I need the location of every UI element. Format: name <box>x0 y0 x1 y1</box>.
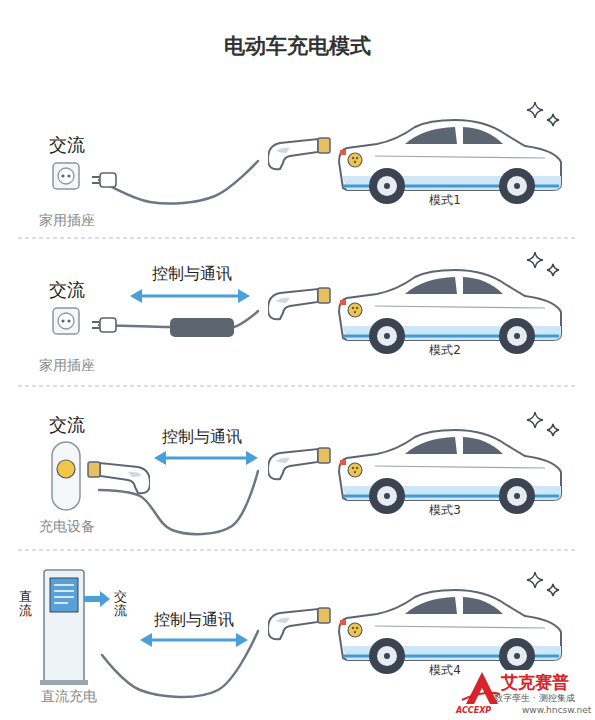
vehicle: 模式4 <box>258 565 568 680</box>
diagram-title: 电动车充电模式 <box>224 34 371 59</box>
double-arrow <box>140 633 248 647</box>
current-type: 交流 <box>49 134 85 156</box>
current-type: 交流 <box>114 590 127 619</box>
charging-gun <box>88 462 150 493</box>
logo-mark <box>466 672 498 704</box>
mode-label: 模式2 <box>429 343 461 357</box>
arrow-head <box>238 289 250 303</box>
mode-label: 模式4 <box>429 663 461 677</box>
charging-gun <box>268 288 330 319</box>
control-box <box>170 318 234 337</box>
charging-cable <box>99 471 258 534</box>
edge-label: 控制与通讯 <box>154 610 234 629</box>
current-type: 交流 <box>49 279 85 301</box>
logo-patch <box>452 670 595 720</box>
conversion-arrow <box>84 591 110 607</box>
edge-label: 控制与通讯 <box>152 264 232 283</box>
dc-charger-base <box>40 680 88 685</box>
charging-cable <box>102 631 258 697</box>
separator-lines <box>18 238 577 550</box>
vehicle: 模式3 <box>258 405 568 523</box>
screen-line <box>54 602 68 604</box>
charging-cable <box>99 161 258 204</box>
dashed-separator <box>18 238 577 239</box>
charging-equipment: 交流充电设备 <box>35 412 99 540</box>
car-illustration <box>339 102 561 204</box>
arrow-head <box>246 451 258 465</box>
dashed-separator <box>18 386 577 387</box>
arrow-head <box>140 633 152 647</box>
screen-lines <box>54 585 74 603</box>
car-illustration <box>339 252 561 354</box>
screen-line <box>54 596 74 598</box>
charging-gun <box>268 608 330 639</box>
watermark-url: www.hncsw.net <box>522 705 591 716</box>
watermark-brand: 艾克赛普 <box>501 672 569 692</box>
dashed-separator <box>18 550 577 551</box>
home-socket-source: 交流家用插座 <box>35 132 99 232</box>
wall-socket-icon <box>53 308 79 334</box>
dc-charger: 直流充电 <box>36 562 102 708</box>
car-illustration <box>339 412 561 514</box>
current-type: 直流 <box>19 590 32 619</box>
source-label: 充电设备 <box>39 518 95 535</box>
arrow-shaft <box>150 639 238 642</box>
watermark-logo-text: ACCEXP <box>456 706 491 716</box>
arrow-shaft <box>164 457 248 460</box>
arrow-shaft <box>140 295 240 298</box>
arrow-head <box>236 633 248 647</box>
dc-charger-screen <box>50 578 78 612</box>
mode-label: 模式3 <box>429 503 461 517</box>
vehicle: 模式2 <box>258 245 568 363</box>
watermark-slogan: 数字孪生 · 测控集成 <box>494 693 575 704</box>
screen-line <box>54 584 74 586</box>
dc-charger-body <box>44 570 84 682</box>
charging-device-port <box>57 460 75 478</box>
double-arrow <box>154 451 258 465</box>
screen-line <box>54 590 74 592</box>
mode-label: 模式1 <box>429 193 461 207</box>
source-label: 家用插座 <box>39 212 95 229</box>
plug-icon <box>92 318 116 332</box>
charging-gun <box>268 138 330 169</box>
car-illustration <box>339 572 561 674</box>
arrow-head <box>130 289 142 303</box>
source-label: 家用插座 <box>39 357 95 374</box>
plug-icon <box>92 173 116 187</box>
charging-device-body <box>52 442 80 510</box>
current-type: 交流 <box>49 414 85 436</box>
edge-label: 控制与通讯 <box>162 427 242 446</box>
source-label: 直流充电 <box>41 688 97 705</box>
double-arrow <box>130 289 250 303</box>
vehicle: 模式1 <box>258 95 568 213</box>
charging-gun <box>268 448 330 479</box>
arrow-head <box>154 451 166 465</box>
wall-socket-icon <box>53 163 79 189</box>
home-socket-source: 交流家用插座 <box>35 277 99 377</box>
